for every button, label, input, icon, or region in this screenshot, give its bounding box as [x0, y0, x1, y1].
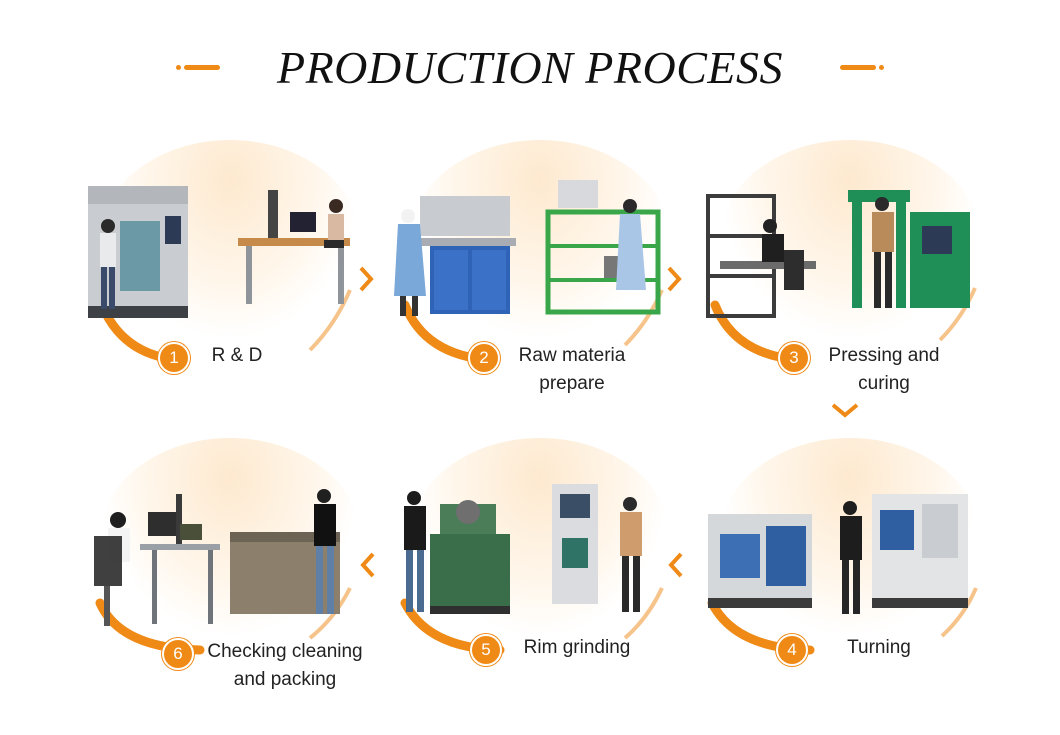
process-step-4: 4 Turning — [700, 438, 1000, 698]
chevron-left-icon — [668, 552, 683, 578]
rim-grinding-photo — [404, 484, 642, 614]
process-step-5: 5 Rim grinding — [390, 438, 690, 698]
step-number-badge: 5 — [470, 634, 502, 666]
step-number-badge: 1 — [158, 342, 190, 374]
step-label: Pressing and curing — [820, 342, 948, 398]
step-label-line-1: Raw materia — [518, 345, 626, 366]
step-label-line-2: and packing — [233, 669, 337, 690]
step-number-badge: 3 — [778, 342, 810, 374]
header: PRODUCTION PROCESS — [0, 38, 1060, 98]
title-decoration-dot-left — [176, 65, 181, 70]
chevron-left-icon — [360, 552, 375, 578]
step-label-line-1: Pressing and — [828, 345, 940, 366]
step-label-line-2: prepare — [539, 373, 605, 394]
title-decoration-left — [184, 65, 220, 70]
step-label: Raw materia prepare — [508, 342, 636, 398]
step-label: Rim grinding — [512, 634, 642, 662]
pressing-curing-photo — [706, 190, 970, 318]
process-step-2: 2 Raw materia prepare — [390, 140, 690, 400]
chevron-right-icon — [359, 266, 374, 292]
step-label-line-1: Turning — [847, 637, 911, 658]
process-step-6: 6 Checking cleaning and packing — [80, 438, 380, 698]
step-label-line-1: Rim grinding — [523, 637, 631, 658]
title-decoration-right — [840, 65, 876, 70]
step-label-line-1: Checking cleaning — [207, 641, 363, 662]
raw-material-photo — [394, 180, 661, 316]
chevron-right-icon — [667, 266, 682, 292]
step-label: R & D — [198, 342, 276, 370]
process-step-1: 1 R & D — [80, 140, 380, 400]
turning-photo — [708, 494, 968, 614]
step-label-line-1: R & D — [211, 345, 263, 366]
step-label-line-2: curing — [858, 373, 910, 394]
process-step-3: 3 Pressing and curing — [700, 140, 1000, 400]
step-number-badge: 4 — [776, 634, 808, 666]
step-number-badge: 2 — [468, 342, 500, 374]
step-label: Turning — [836, 634, 922, 662]
checking-packing-photo — [94, 489, 340, 626]
step-number-badge: 6 — [162, 638, 194, 670]
page-title: PRODUCTION PROCESS — [276, 42, 784, 93]
step-label: Checking cleaning and packing — [198, 638, 372, 694]
chevron-down-icon — [831, 403, 859, 418]
rd-machining-photo — [88, 186, 350, 318]
title-decoration-dot-right — [879, 65, 884, 70]
